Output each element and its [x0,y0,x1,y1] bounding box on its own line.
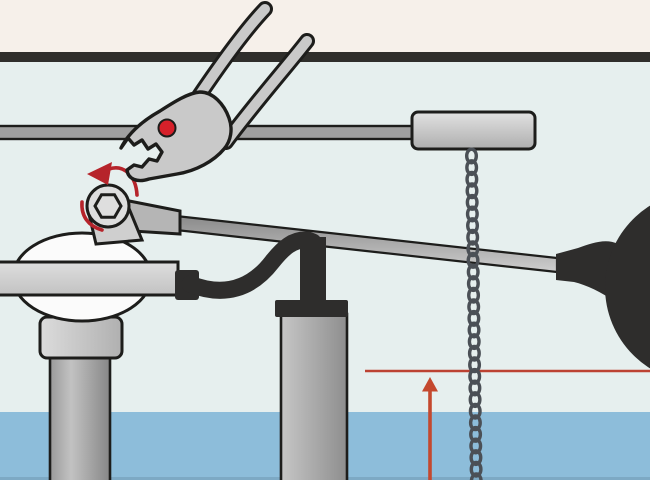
chain-link [469,472,483,480]
pliers-pivot-dot [157,118,177,138]
chain-link [466,217,480,235]
chain-link [468,391,482,409]
chain-link [468,356,482,374]
chain-link [465,159,479,177]
flush-chain [465,147,483,480]
chain-link [466,251,480,269]
chain-link [467,321,481,339]
chain-link [468,414,482,432]
chain-link [469,437,483,455]
chain-link [468,379,482,397]
pliers-handle-lower [221,36,312,147]
chain-link [465,205,479,223]
chain-link [467,286,481,304]
chain-link [467,333,481,351]
water-level-arrowhead [422,377,438,392]
rotation-arrow-tail-arc [80,200,104,232]
valve-cross-bar [0,260,180,297]
overflow-pipe-cap [275,300,348,317]
chain-link [468,367,482,385]
chain-link [465,147,479,165]
chain-link [465,193,479,211]
float-ball [605,205,650,369]
valve-collar [38,315,124,360]
chain-link [469,425,483,443]
pliers [119,1,315,183]
chain-link [466,228,480,246]
valve-shaft [48,354,112,480]
chain-link [466,240,480,258]
overflow-pipe [279,312,349,480]
chain-link [467,298,481,316]
chain-link [467,309,481,327]
wall-above-tank [0,0,650,52]
chain-link [465,182,479,200]
refill-tube [181,231,322,299]
flush-lever-end [410,110,537,151]
chain-link [467,344,481,362]
fill-valve-assembly [0,183,182,480]
tank-rim-bar [0,52,650,62]
refill-tube-drop [300,237,326,304]
pliers-handle-upper [194,4,270,101]
overflow-assembly [175,231,349,480]
rotation-arrowhead [87,162,112,185]
chain-link [466,263,480,281]
chain-link [465,170,479,188]
hex-nut-icon [93,193,123,219]
chain-link [468,402,482,420]
chain-link [469,460,483,478]
water-level-indicator [365,369,650,480]
chain-link [469,449,483,467]
chain-link [466,275,480,293]
pliers-head-jaws [119,90,233,183]
